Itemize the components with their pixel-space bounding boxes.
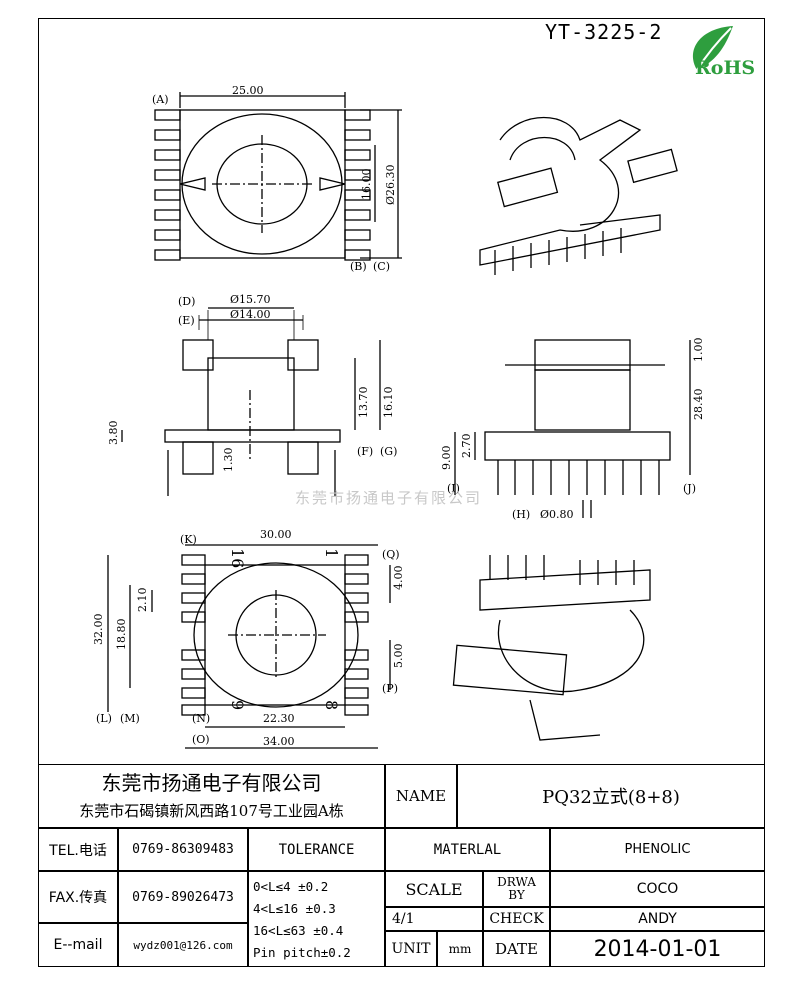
tel-label: TEL.电话 xyxy=(38,828,118,871)
dim-bottom-inner: 22.30 xyxy=(263,712,295,725)
dim-bottom-r2: 5.00 xyxy=(392,644,405,669)
tolerance-row-4: Pin pitch±0.2 xyxy=(253,944,351,960)
tolerance-label: TOLERANCE xyxy=(248,828,385,871)
dim-front-total: 28.40 xyxy=(692,389,705,421)
technical-drawing: (A) 25.00 (B) (C) 16.00 Ø26.30 (D) (E) Ø… xyxy=(92,84,705,749)
scale-value: 4/1 xyxy=(385,907,483,931)
front-view xyxy=(454,339,691,518)
name-label: NAME xyxy=(385,764,457,828)
dim-top-height: 16.00 xyxy=(360,169,373,201)
label-b: (B) xyxy=(350,260,367,273)
label-m: (M) xyxy=(120,712,140,725)
unit-value: mm xyxy=(437,931,483,967)
label-e: (E) xyxy=(178,314,195,327)
dim-side-h2: 16.10 xyxy=(382,387,395,419)
tel-value: 0769-86309483 xyxy=(118,828,248,871)
drwa-value: COCO xyxy=(550,871,765,907)
material-value: PHENOLIC xyxy=(550,828,765,871)
company-name: 东莞市扬通电子有限公司 xyxy=(38,764,385,798)
date-value: 2014-01-01 xyxy=(550,931,765,967)
label-g: (G) xyxy=(380,445,397,458)
dim-bottom-mid: 18.80 xyxy=(115,619,128,651)
tolerance-table: 0<L≤4 ±0.2 4<L≤16 ±0.3 16<L≤63 ±0.4 Pin … xyxy=(248,871,385,967)
dim-front-b: 2.70 xyxy=(460,434,473,459)
side-view xyxy=(121,307,381,496)
label-f: (F) xyxy=(357,445,373,458)
label-o: (O) xyxy=(192,733,210,746)
tolerance-row-3: 16<L≤63 ±0.4 xyxy=(253,922,344,938)
drwa-label: DRWA BY xyxy=(483,871,550,907)
label-k: (K) xyxy=(180,533,197,546)
drawing-code: YT-3225-2 xyxy=(545,20,663,44)
dim-bottom-r1: 4.00 xyxy=(392,566,405,591)
name-value: PQ32立式(8+8) xyxy=(457,764,765,828)
fax-value: 0769-89026473 xyxy=(118,871,248,923)
dim-bottom-height: 32.00 xyxy=(92,614,105,646)
top-view xyxy=(154,92,402,261)
fax-label: FAX.传真 xyxy=(38,871,118,923)
dim-side-h1: 13.70 xyxy=(357,387,370,419)
isometric-bottom xyxy=(452,555,651,741)
watermark: 东莞市扬通电子有限公司 xyxy=(295,489,483,507)
dim-front-pin-dia: Ø0.80 xyxy=(540,508,574,521)
rohs-label: RoHS xyxy=(695,57,755,79)
pin-8: 8 xyxy=(322,700,341,710)
title-block: 东莞市扬通电子有限公司 东莞市石碣镇新风西路107号工业园A栋 NAME PQ3… xyxy=(38,764,765,967)
label-c: (C) xyxy=(373,260,390,273)
pin-16: 16 xyxy=(228,548,247,568)
label-h: (H) xyxy=(512,508,530,521)
dim-side-base: 1.30 xyxy=(222,448,235,473)
label-p: (P) xyxy=(382,682,398,695)
check-value: ANDY xyxy=(550,907,765,931)
dim-front-top: 1.00 xyxy=(692,338,705,363)
email-label: E--mail xyxy=(38,923,118,967)
isometric-top xyxy=(479,117,678,275)
label-n: (N) xyxy=(192,712,210,725)
dim-front-a: 9.00 xyxy=(440,446,453,471)
label-l: (L) xyxy=(96,712,112,725)
unit-label: UNIT xyxy=(385,931,437,967)
dim-side-outer: Ø15.70 xyxy=(230,293,271,306)
dim-bottom-total: 34.00 xyxy=(263,735,295,748)
company-address: 东莞市石碣镇新风西路107号工业园A栋 xyxy=(38,794,385,828)
material-label: MATERLAL xyxy=(385,828,550,871)
dim-top-width: 25.00 xyxy=(232,84,264,97)
tolerance-row-1: 0<L≤4 ±0.2 xyxy=(253,878,329,894)
check-label: CHECK xyxy=(483,907,550,931)
dim-bottom-small: 2.10 xyxy=(136,588,149,613)
label-i: (I) xyxy=(447,482,460,495)
label-j: (J) xyxy=(683,482,696,495)
scale-label: SCALE xyxy=(385,871,483,907)
pin-9: 9 xyxy=(228,700,247,710)
tolerance-row-2: 4<L≤16 ±0.3 xyxy=(253,900,336,916)
drwa-label-line-2: BY xyxy=(508,888,525,902)
dim-side-pin: 3.80 xyxy=(107,421,120,446)
label-a: (A) xyxy=(152,93,169,106)
dim-side-inner: Ø14.00 xyxy=(230,308,271,321)
label-d: (D) xyxy=(178,295,195,308)
date-label: DATE xyxy=(483,931,550,967)
dim-bottom-width: 30.00 xyxy=(260,528,292,541)
pin-1: 1 xyxy=(322,548,341,558)
drwa-label-line-1: DRWA xyxy=(497,875,536,889)
label-q: (Q) xyxy=(382,548,400,561)
dim-top-dia: Ø26.30 xyxy=(384,164,397,205)
rohs-logo: RoHS xyxy=(692,26,755,79)
email-value: wydz001@126.com xyxy=(118,923,248,967)
bottom-view xyxy=(107,544,391,749)
